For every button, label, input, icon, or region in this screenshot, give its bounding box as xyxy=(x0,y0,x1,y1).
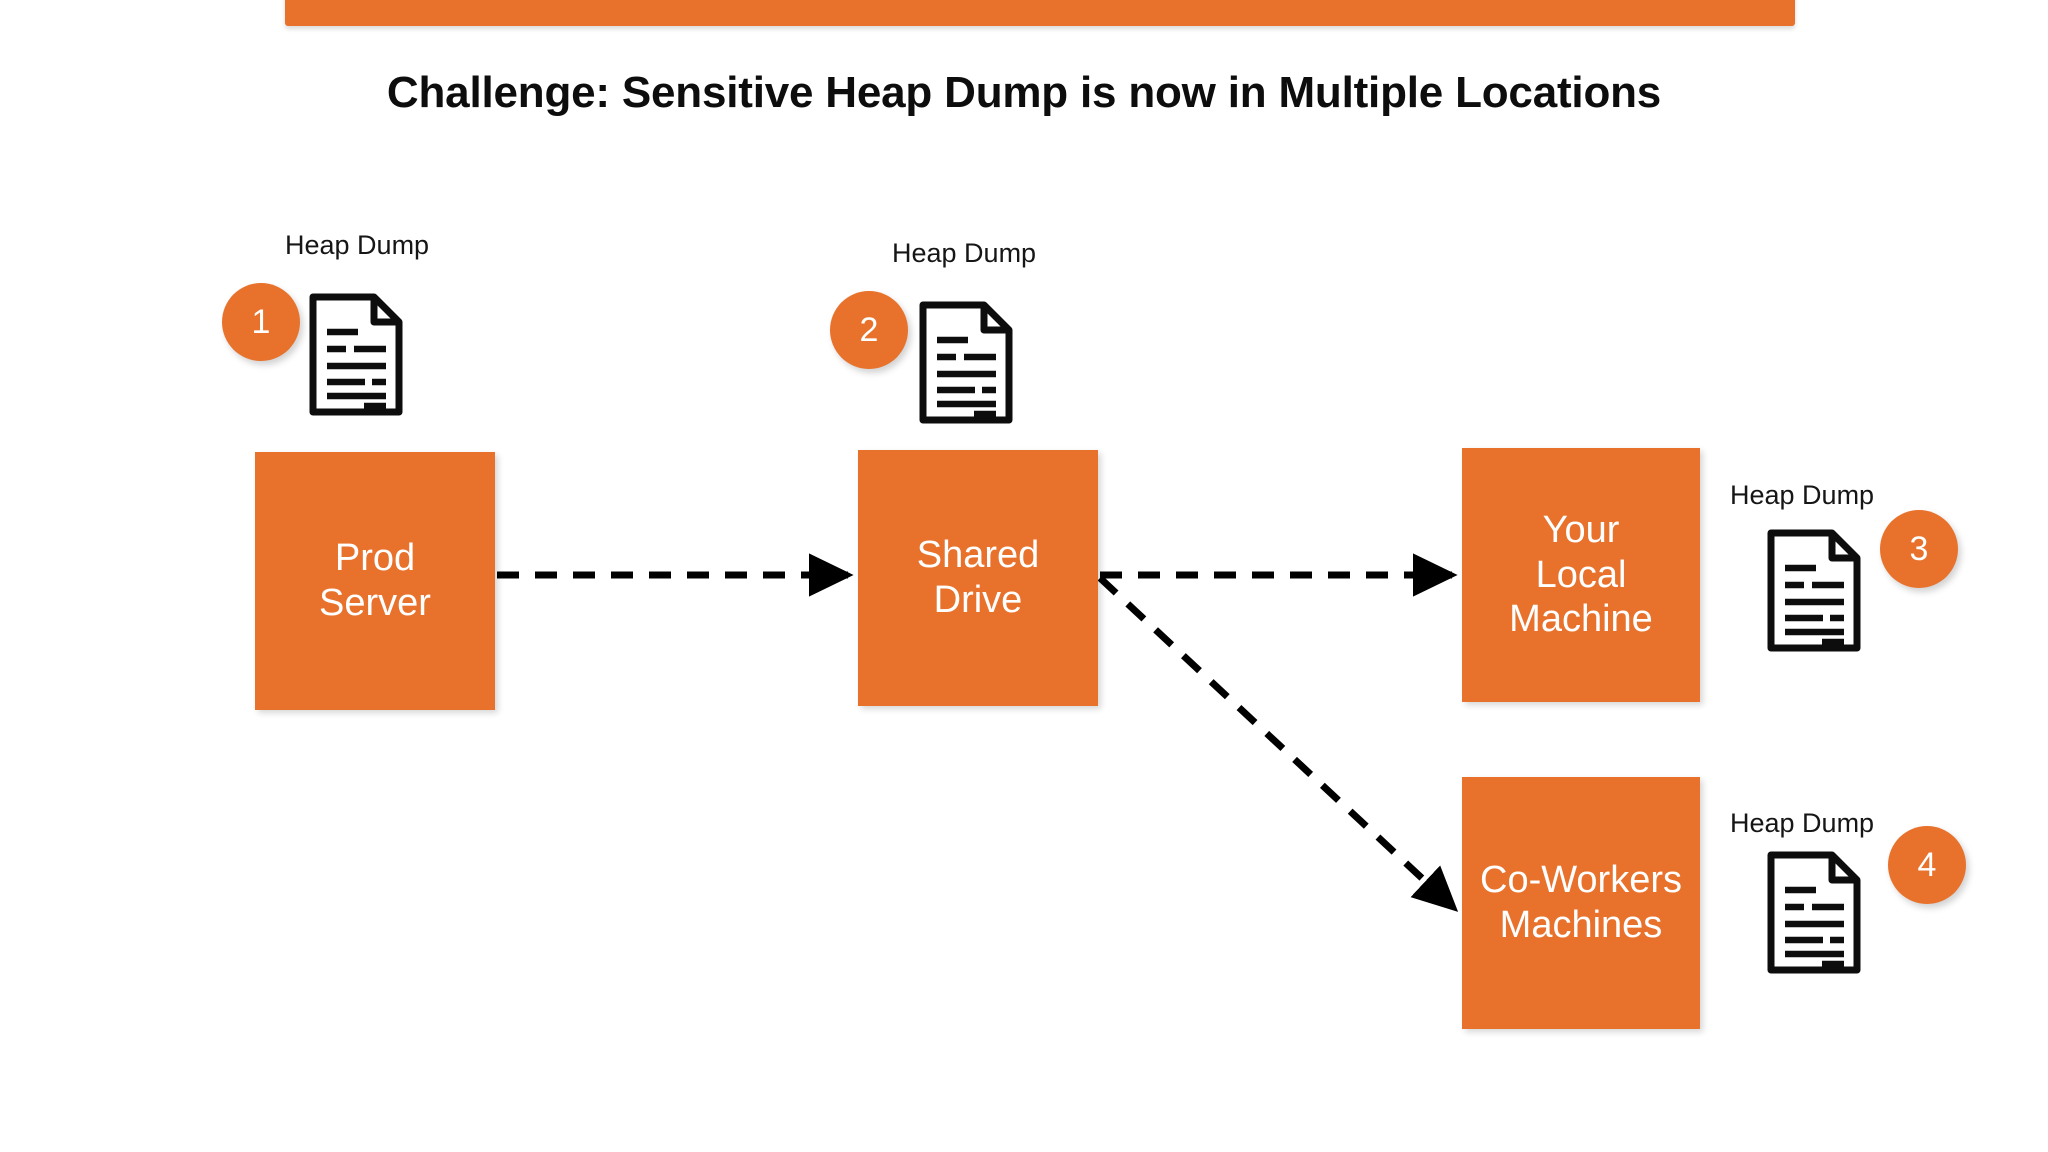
node-coworkers-machines-label: Co-Workers Machines xyxy=(1480,859,1682,946)
node-prod-server-label: Prod Server xyxy=(319,537,431,624)
step-badge-1: 1 xyxy=(222,283,300,361)
heap-dump-caption: Heap Dump xyxy=(892,238,1037,268)
arrow-shared-to-coworkers xyxy=(1097,575,1459,912)
top-accent-bar xyxy=(285,0,1795,26)
heap-dump-caption: Heap Dump xyxy=(1730,480,1875,510)
node-your-local-machine[interactable]: Your Local Machine xyxy=(1462,448,1700,702)
document-icon xyxy=(919,301,1013,424)
page-title: Challenge: Sensitive Heap Dump is now in… xyxy=(386,68,1662,117)
step-badge-3: 3 xyxy=(1880,510,1958,588)
node-prod-server[interactable]: Prod Server xyxy=(255,452,495,710)
document-icon xyxy=(1767,529,1861,652)
heap-dump-caption: Heap Dump xyxy=(1730,808,1875,838)
node-your-local-machine-label: Your Local Machine xyxy=(1509,508,1653,641)
step-badge-4: 4 xyxy=(1888,826,1966,904)
node-shared-drive-label: Shared Drive xyxy=(916,534,1040,621)
document-icon xyxy=(309,293,403,416)
step-badge-2: 2 xyxy=(830,291,908,369)
heap-dump-caption: Heap Dump xyxy=(285,230,430,260)
node-coworkers-machines[interactable]: Co-Workers Machines xyxy=(1462,777,1700,1029)
node-shared-drive[interactable]: Shared Drive xyxy=(858,450,1098,706)
document-icon xyxy=(1767,851,1861,974)
